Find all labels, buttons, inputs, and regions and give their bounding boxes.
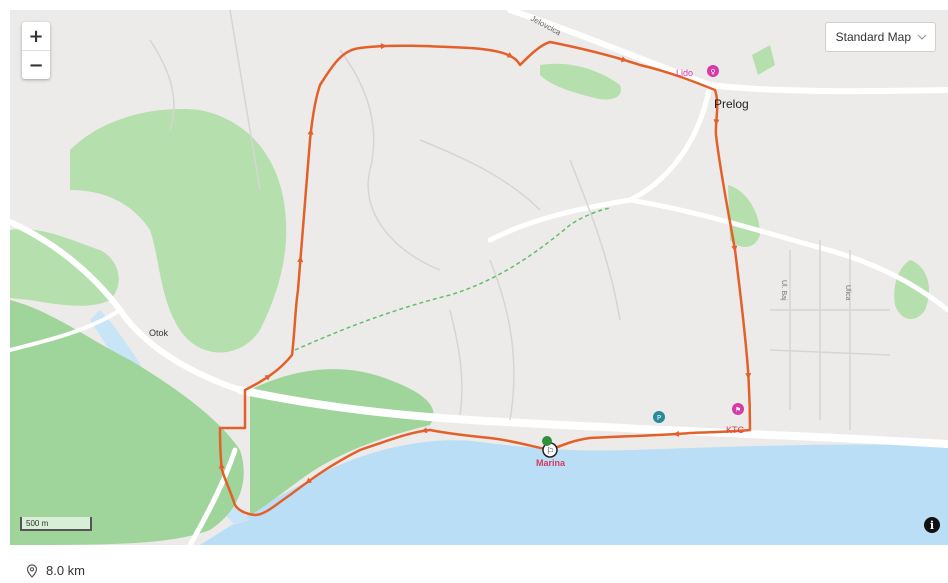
field-prelog	[728, 185, 760, 247]
label-prelog: Prelog	[714, 97, 749, 111]
scale-label: 500 m	[26, 519, 49, 528]
route-line	[218, 40, 752, 517]
info-icon[interactable]: i	[924, 517, 940, 533]
parking-icon: P	[657, 414, 661, 422]
pin-icon	[26, 563, 38, 578]
route-arrow-icon	[264, 374, 272, 381]
forest-riverside	[250, 369, 434, 515]
route-arrow-icon	[620, 56, 628, 63]
poi-lido[interactable]: ♀	[707, 65, 719, 77]
finish-flag-icon: ⚐	[546, 447, 554, 457]
map-view[interactable]: ♀ ⚑ P ⚐ Prelog Otok Lido KTC Marina Jelo…	[10, 10, 948, 545]
map-canvas[interactable]: ♀ ⚑ P ⚐ Prelog Otok Lido KTC Marina Jelo…	[10, 10, 948, 545]
label-street-b: Ulica	[844, 285, 851, 301]
route-arrow-icon	[218, 462, 225, 469]
route-arrow-icon	[713, 119, 720, 126]
route-arrow-icon	[506, 52, 514, 58]
map-type-select[interactable]: Standard Map	[824, 22, 936, 52]
forest-northwest	[70, 109, 287, 353]
poi-lido-icon: ♀	[710, 68, 715, 76]
field-north	[540, 63, 621, 100]
route-arrow-icon	[305, 477, 312, 484]
poi-marina[interactable]: ⚐	[542, 436, 558, 458]
label-otok: Otok	[149, 328, 169, 338]
map-type-label: Standard Map	[835, 30, 911, 44]
lake-water	[200, 440, 948, 545]
poi-teal[interactable]: P	[653, 411, 665, 423]
dashed-trail	[294, 207, 611, 351]
route-arrow-icon	[420, 427, 428, 434]
field-ne	[752, 45, 775, 75]
minor-roads	[149, 10, 891, 430]
start-marker-icon	[542, 436, 552, 446]
field-west	[10, 229, 119, 306]
route-summary: 8.0 km	[26, 563, 85, 578]
poi-ktc-icon: ⚑	[735, 406, 741, 414]
route-arrow-icon	[380, 43, 387, 50]
zoom-in-button[interactable]: +	[28, 25, 44, 47]
zoom-out-button[interactable]: −	[22, 50, 50, 79]
distance-value: 8.0 km	[46, 563, 86, 578]
forest-southwest	[10, 300, 244, 545]
zoom-control: + −	[22, 22, 50, 79]
route-arrow-icon	[745, 372, 752, 380]
roads	[10, 10, 948, 545]
label-ktc: KTC	[726, 425, 745, 435]
route-arrow-icon	[307, 128, 314, 135]
route-arrow-icon	[673, 430, 680, 437]
chevron-down-icon	[917, 34, 927, 40]
scale-bar: 500 m	[20, 517, 92, 531]
poi-ktc[interactable]: ⚑	[732, 403, 744, 415]
label-marina: Marina	[536, 458, 566, 468]
label-street-a: Ul. Baj	[780, 280, 787, 301]
route-arrow-icon	[297, 256, 304, 263]
field-east	[894, 260, 930, 320]
route-arrows	[218, 43, 752, 484]
label-lido: Lido	[676, 68, 693, 78]
route-arrow-icon	[731, 245, 738, 252]
